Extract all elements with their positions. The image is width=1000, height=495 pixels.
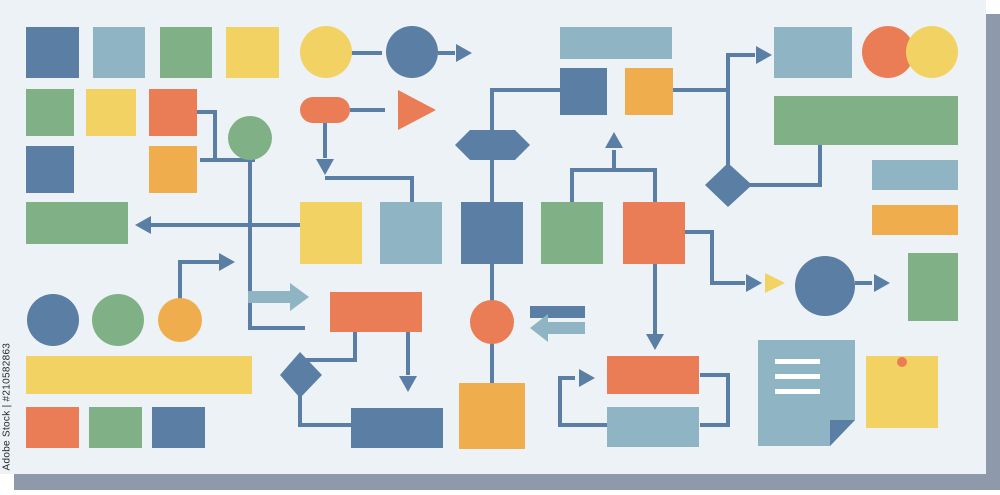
document-note-fold [830, 420, 855, 446]
square-red-1 [149, 89, 197, 136]
circle-blue-1 [386, 26, 438, 78]
square-green-1 [160, 27, 212, 78]
square-blue-center [461, 202, 523, 264]
arrow-red-square-down [646, 334, 664, 350]
square-red-center [623, 202, 685, 264]
connector-red-rect-left [300, 330, 357, 362]
circle-blue-right [795, 256, 855, 316]
square-lightblue-mid [380, 202, 442, 264]
square-orange-1 [149, 146, 197, 193]
sticky-note [866, 356, 938, 428]
connector-loop-right [700, 373, 730, 427]
arrow-blue-circle-to-green [874, 274, 890, 292]
square-green-center [541, 202, 603, 264]
bar-blue-small [530, 306, 585, 318]
square-green-bottom [89, 407, 142, 448]
rect-lightblue-top [560, 27, 672, 59]
circle-red-center [470, 300, 514, 344]
circle-blue-bottom [27, 294, 79, 346]
hexagon-blue [455, 130, 530, 160]
connector-main-left-trunk [248, 140, 305, 330]
square-orange-top [625, 68, 673, 115]
rect-red-center [330, 292, 422, 332]
square-yellow-mid [300, 202, 362, 264]
square-yellow-2 [86, 89, 136, 136]
undefined [726, 53, 755, 90]
document-note-line-2 [775, 374, 820, 379]
rect-lightblue-right [774, 27, 852, 78]
square-blue-2 [26, 146, 74, 193]
arrow-lightblue-right [248, 283, 309, 311]
circle-yellow-venn [906, 26, 958, 78]
document-note-line-1 [775, 359, 820, 364]
rect-red-loop [607, 356, 699, 394]
square-orange-center [459, 383, 525, 449]
connector-diamond-to-green-bar [740, 140, 822, 187]
connector-red-square-to-triangle [684, 230, 745, 285]
circle-green-bottom [92, 294, 144, 346]
square-blue-top [560, 68, 607, 115]
rect-blue-bottom [351, 408, 443, 448]
square-blue-bottom [152, 407, 205, 448]
rect-green-tall [908, 253, 958, 321]
diamond-blue-bottom [280, 352, 322, 398]
circle-orange-bottom [158, 298, 202, 342]
circle-red-venn [862, 26, 914, 78]
connector-to-lightblue-square [325, 176, 414, 205]
pill-red [300, 97, 350, 123]
undefined [558, 376, 607, 427]
arrow-loop-left [579, 369, 595, 387]
arrow-to-trunk [219, 253, 235, 271]
rect-yellow-wide [26, 356, 252, 394]
triangle-yellow-right [765, 273, 785, 293]
triangle-red [398, 90, 436, 130]
connector-orange-circle-up [178, 260, 230, 300]
arrow-to-top-right-rect [756, 46, 772, 64]
arrow-lightblue-left [530, 314, 585, 342]
connector-diamond-to-blue-rect [298, 392, 352, 427]
square-green-2 [26, 89, 74, 136]
bar-orange-right [872, 205, 958, 235]
arrow-pill-down [316, 159, 334, 175]
diamond-blue-right [705, 163, 752, 207]
sticky-note-pin [897, 357, 907, 367]
arrow-fork-up [605, 132, 623, 148]
stock-id-text: Adobe Stock | #210582863 [1, 342, 13, 471]
connector-layer [135, 44, 890, 427]
circle-yellow-start [300, 26, 352, 78]
square-yellow-1 [226, 27, 279, 78]
square-red-bottom [26, 407, 79, 448]
rect-green-right [774, 96, 958, 145]
arrow-blue-circle-right [456, 44, 472, 62]
shape-layer [26, 26, 958, 449]
arrow-to-yellow-triangle [746, 274, 762, 292]
rect-green-left [26, 202, 128, 244]
arrow-left-green-bar [135, 216, 151, 234]
bar-lightblue-right [872, 160, 958, 190]
square-blue-1 [26, 27, 79, 78]
arrow-red-rect-down [399, 376, 417, 392]
rect-lightblue-loop [607, 407, 699, 447]
document-note-line-3 [775, 389, 820, 394]
square-lightblue-1 [93, 27, 145, 78]
circle-green-junction [228, 116, 272, 160]
stock-id-strip: Adobe Stock | #210582863 [0, 300, 14, 480]
